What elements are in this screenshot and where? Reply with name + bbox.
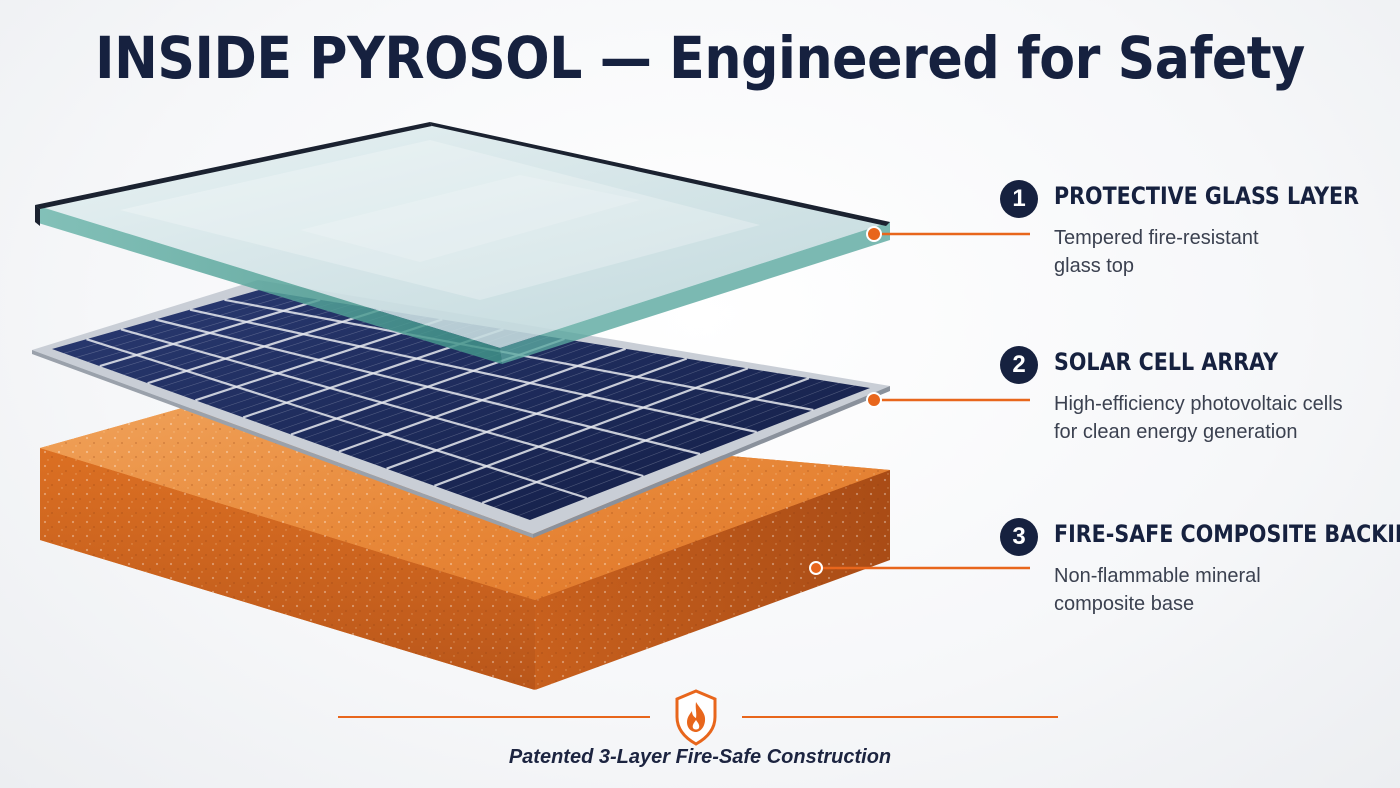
cell-divider — [386, 357, 688, 470]
step-badge: 1 — [1000, 180, 1038, 218]
protective-glass — [35, 122, 890, 364]
cell-divider — [374, 355, 672, 465]
cell-divider — [183, 316, 428, 397]
cell-divider — [123, 304, 351, 375]
layer-title: FIRE-SAFE COMPOSITE BACKING — [1054, 520, 1400, 548]
cell-divider — [362, 353, 657, 461]
footer-tagline: Patented 3-Layer Fire-Safe Construction — [508, 746, 892, 768]
cell-divider — [470, 375, 794, 499]
cell-divider — [171, 314, 412, 393]
cell-divider — [422, 365, 733, 482]
cell-divider — [111, 301, 336, 371]
layer-title: SOLAR CELL ARRAY — [1054, 348, 1279, 376]
cell-divider — [135, 306, 367, 380]
fire-shield-icon — [675, 689, 717, 746]
cell-divider — [159, 311, 397, 388]
layer-description: High-efficiency photovoltaic cells for c… — [1054, 393, 1343, 443]
step-badge: 3 — [1000, 518, 1038, 556]
layer-title: PROTECTIVE GLASS LAYER — [1054, 182, 1360, 210]
cell-divider — [517, 385, 855, 517]
cell-divider — [75, 294, 290, 358]
layer-description: Non-flammable mineral composite base — [1054, 565, 1261, 615]
step-badge: 2 — [1000, 346, 1038, 384]
cell-divider — [458, 373, 779, 495]
page-title: INSIDE PYROSOL — Engineered for Safety — [95, 24, 1305, 92]
cell-divider — [302, 341, 580, 440]
cell-divider — [434, 367, 749, 487]
cell-divider — [494, 380, 825, 508]
layer-description: Tempered fire-resistant glass top — [1054, 227, 1259, 277]
cell-divider — [350, 350, 641, 457]
cell-divider — [481, 377, 810, 504]
cell-divider — [63, 292, 275, 354]
leader-lines — [809, 226, 1030, 575]
cell-divider — [446, 370, 764, 491]
cell-divider — [99, 298, 321, 368]
cell-divider — [505, 382, 840, 512]
cell-divider — [314, 343, 596, 444]
cell-divider — [326, 346, 611, 448]
cell-divider — [338, 347, 626, 453]
cell-divider — [398, 360, 703, 474]
cell-divider — [410, 363, 718, 478]
cell-divider — [87, 297, 305, 363]
cell-divider — [147, 308, 382, 385]
